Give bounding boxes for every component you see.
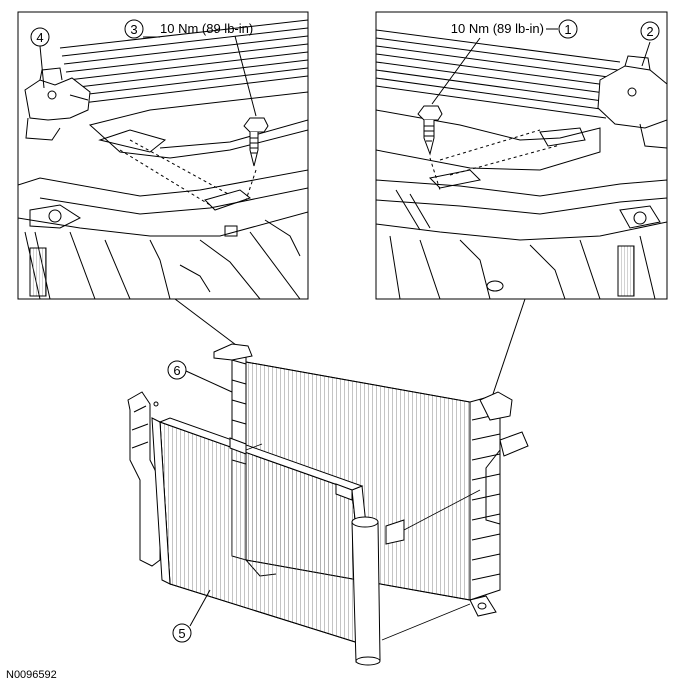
radiator-support-right [376, 169, 667, 241]
callout-3-number: 3 [130, 22, 137, 37]
callout-1-number: 1 [564, 22, 571, 37]
callout-5: 5 [172, 623, 192, 643]
receiver-drier [351, 516, 405, 666]
radiator-support [18, 169, 308, 237]
radiator-core-ribs-right [376, 29, 621, 119]
coolant-hose-left [127, 391, 161, 567]
callout-6-number: 6 [173, 363, 180, 378]
callout-3-torque: 10 Nm (89 lb-in) [160, 21, 253, 36]
callout-2: 2 [640, 21, 660, 41]
detail-view-left [17, 11, 309, 300]
detail-view-right [375, 11, 668, 300]
callout-3: 3 10 Nm (89 lb-in) [124, 19, 253, 39]
figure-id: N0096592 [6, 669, 57, 681]
bolt-left [243, 117, 269, 167]
callout-5-number: 5 [178, 626, 185, 641]
bolt-right [417, 105, 443, 156]
callout-4-number: 4 [36, 30, 43, 45]
mounting-bracket-left [24, 67, 91, 141]
callout-6: 6 [167, 360, 187, 380]
callout-2-number: 2 [646, 24, 653, 39]
callout-1-torque: 10 Nm (89 lb-in) [451, 21, 544, 36]
callout-4: 4 [30, 27, 50, 47]
mounting-bracket-right [597, 55, 667, 149]
callout-1: 1 10 Nm (89 lb-in) [451, 19, 578, 39]
radiator-core-ribs [59, 19, 308, 105]
